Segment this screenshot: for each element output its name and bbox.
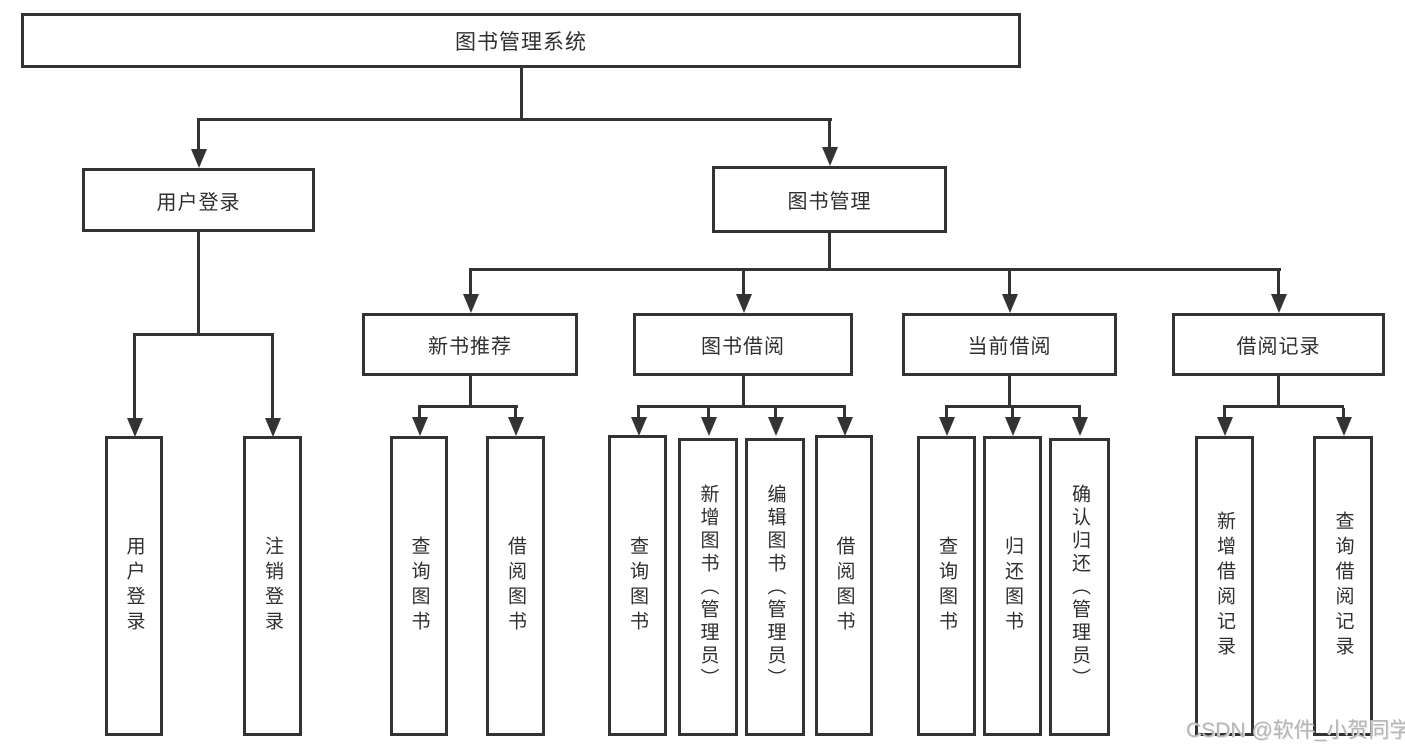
node-current-borrowing-label: 当前借阅 bbox=[967, 336, 1052, 358]
node-book-borrowing-label: 图书借阅 bbox=[701, 336, 785, 358]
leaf-return-books: 归还图书 bbox=[983, 436, 1042, 736]
node-borrowing-records: 借阅记录 bbox=[1172, 313, 1385, 376]
node-library-system-label: 图书管理系统 bbox=[455, 30, 587, 54]
connector-book-management-stem bbox=[828, 233, 831, 268]
leaf-user-login: 用户登录 bbox=[105, 436, 163, 736]
leaf-borrow-books-borrowing-label: 借阅图书 bbox=[833, 535, 855, 636]
leaf-borrow-books-borrowing: 借阅图书 bbox=[815, 435, 873, 736]
connector-arrow-query-books-current bbox=[945, 408, 948, 417]
leaf-query-books-recommend: 查询图书 bbox=[390, 436, 448, 736]
leaf-logout-label: 注销登录 bbox=[262, 536, 283, 636]
connector-arrow-book-borrowing bbox=[742, 271, 745, 294]
leaf-return-books-label: 归还图书 bbox=[1002, 536, 1023, 636]
connector-current-borrowing-bar bbox=[945, 405, 1081, 408]
node-user-login: 用户登录 bbox=[82, 168, 315, 232]
connector-arrow-query-borrow-record bbox=[1342, 408, 1345, 417]
leaf-add-books-admin: 新增图书（管理员） bbox=[678, 438, 738, 736]
leaf-logout: 注销登录 bbox=[243, 436, 302, 736]
leaf-borrow-books-recommend: 借阅图书 bbox=[486, 436, 545, 736]
connector-arrow-borrow-books-recommend bbox=[514, 408, 517, 417]
leaf-add-books-admin-label: 新增图书（管理员） bbox=[697, 483, 719, 691]
leaf-edit-books-admin: 编辑图书（管理员） bbox=[745, 438, 805, 736]
connector-book-management-bar bbox=[469, 268, 1281, 271]
connector-new-book-recommend-stem bbox=[469, 376, 472, 405]
connector-borrowing-records-bar bbox=[1223, 405, 1344, 408]
connector-arrow-query-books-borrowing bbox=[637, 408, 640, 417]
connector-arrow-new-book-recommend bbox=[469, 271, 472, 294]
leaf-query-books-borrowing: 查询图书 bbox=[608, 435, 667, 736]
connector-arrow-confirm-return-admin bbox=[1078, 408, 1081, 417]
connector-new-book-recommend-bar bbox=[418, 405, 518, 408]
node-new-book-recommend-label: 新书推荐 bbox=[428, 336, 512, 358]
connector-arrow-borrow-books-borrowing bbox=[843, 408, 846, 417]
connector-arrow-add-books-admin bbox=[707, 408, 710, 417]
connector-arrow-user-login-leaf bbox=[133, 336, 136, 418]
connector-root-stem bbox=[520, 68, 523, 121]
leaf-confirm-return-admin-label: 确认归还（管理员） bbox=[1069, 483, 1090, 691]
node-book-management-label: 图书管理 bbox=[787, 191, 872, 213]
node-book-borrowing: 图书借阅 bbox=[633, 313, 853, 376]
connector-arrow-edit-books-admin bbox=[774, 408, 777, 417]
connector-arrow-book-management bbox=[828, 121, 831, 147]
connector-arrow-borrowing-records bbox=[1277, 271, 1280, 294]
csdn-watermark: CSDN @软件_小贺同学 bbox=[1186, 719, 1405, 742]
leaf-add-borrow-record: 新增借阅记录 bbox=[1195, 436, 1254, 736]
leaf-edit-books-admin-label: 编辑图书（管理员） bbox=[764, 483, 786, 691]
leaf-query-books-current: 查询图书 bbox=[917, 436, 976, 736]
leaf-confirm-return-admin: 确认归还（管理员） bbox=[1049, 438, 1110, 736]
node-user-login-label: 用户登录 bbox=[156, 191, 241, 214]
connector-book-borrowing-bar bbox=[637, 405, 846, 408]
node-new-book-recommend: 新书推荐 bbox=[362, 313, 578, 376]
leaf-borrow-books-recommend-label: 借阅图书 bbox=[505, 536, 526, 636]
connector-arrow-current-borrowing bbox=[1008, 271, 1011, 294]
node-book-management: 图书管理 bbox=[712, 166, 947, 233]
connector-root-bar bbox=[197, 118, 832, 121]
node-current-borrowing: 当前借阅 bbox=[902, 313, 1117, 376]
connector-user-login-bar bbox=[133, 333, 274, 336]
node-library-system: 图书管理系统 bbox=[21, 13, 1021, 68]
connector-user-login-stem bbox=[197, 232, 200, 336]
connector-arrow-query-books-recommend bbox=[418, 408, 421, 417]
leaf-query-books-borrowing-label: 查询图书 bbox=[627, 535, 648, 636]
leaf-add-borrow-record-label: 新增借阅记录 bbox=[1214, 511, 1235, 661]
connector-arrow-add-borrow-record bbox=[1223, 408, 1226, 417]
connector-current-borrowing-stem bbox=[1008, 376, 1011, 405]
leaf-query-borrow-record: 查询借阅记录 bbox=[1313, 436, 1373, 736]
connector-borrowing-records-stem bbox=[1277, 376, 1280, 405]
leaf-query-books-recommend-label: 查询图书 bbox=[408, 536, 430, 636]
connector-book-borrowing-stem bbox=[742, 376, 745, 405]
leaf-query-borrow-record-label: 查询借阅记录 bbox=[1332, 511, 1354, 661]
connector-arrow-user-login bbox=[197, 121, 200, 149]
leaf-user-login-label: 用户登录 bbox=[123, 536, 145, 636]
connector-arrow-return-books bbox=[1011, 408, 1014, 417]
connector-arrow-logout-leaf bbox=[271, 336, 274, 418]
node-borrowing-records-label: 借阅记录 bbox=[1236, 336, 1321, 358]
leaf-query-books-current-label: 查询图书 bbox=[936, 536, 957, 636]
